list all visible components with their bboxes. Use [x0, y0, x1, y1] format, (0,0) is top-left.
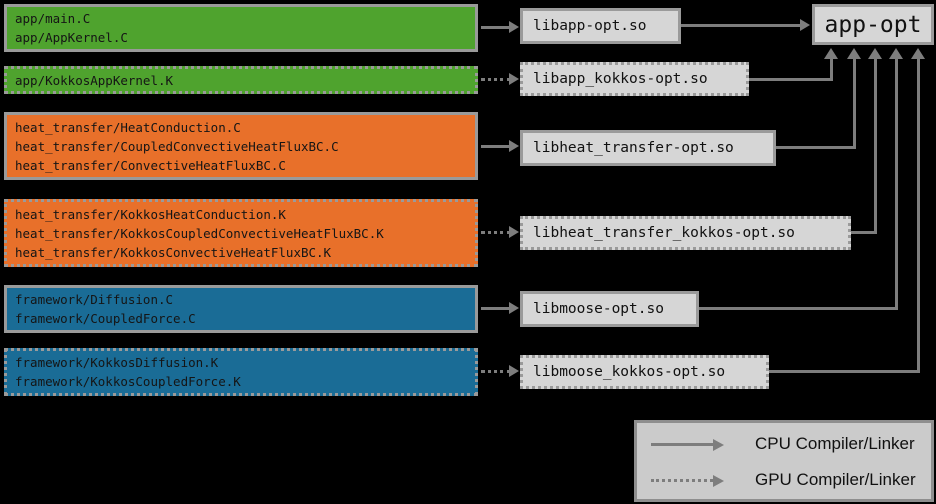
library-label: libmoose-opt.so	[533, 301, 664, 317]
source-group-framework-gpu[interactable]: framework/KokkosDiffusion.K framework/Ko…	[4, 348, 478, 396]
connector-libheat-transfer-opt-v	[853, 59, 856, 149]
connector-libmoose-opt-arrowhead	[889, 48, 903, 59]
source-group-app-gpu[interactable]: app/KokkosAppKernel.K	[4, 66, 478, 94]
target-label: app-opt	[824, 11, 922, 38]
connector-libheat-transfer-opt-arrowhead	[847, 48, 861, 59]
connector-heat-transfer-gpu-line	[481, 231, 511, 234]
connector-libheat-transfer-kokkos-opt-h	[851, 231, 877, 234]
connector-heat-transfer-gpu-arrowhead	[509, 226, 519, 238]
legend-item-gpu: GPU Compiler/Linker	[637, 462, 931, 498]
library-box-libmoose-kokkos-opt[interactable]: libmoose_kokkos-opt.so	[520, 355, 769, 389]
library-box-libheat-transfer-opt[interactable]: libheat_transfer-opt.so	[520, 130, 776, 166]
library-label: libapp_kokkos-opt.so	[533, 71, 708, 87]
connector-framework-cpu-arrowhead	[509, 302, 519, 314]
solid-arrow-icon	[651, 437, 733, 451]
connector-libapp-kokkos-opt-v	[830, 59, 833, 81]
legend-label-gpu: GPU Compiler/Linker	[755, 470, 916, 489]
source-file-line: heat_transfer/KokkosCoupledConvectiveHea…	[15, 225, 384, 241]
connector-framework-cpu-line	[481, 307, 513, 310]
connector-heat-transfer-cpu-line	[481, 145, 513, 148]
connector-app-cpu-line	[481, 26, 513, 29]
source-group-heat-transfer-cpu[interactable]: heat_transfer/HeatConduction.C heat_tran…	[4, 112, 478, 180]
connector-libmoose-opt-v	[895, 59, 898, 310]
legend-label-cpu: CPU Compiler/Linker	[755, 434, 915, 453]
connector-app-gpu-line	[481, 78, 511, 81]
connector-app-cpu-arrowhead	[509, 21, 519, 33]
connector-libapp-kokkos-opt-arrowhead	[824, 48, 838, 59]
source-file-line: framework/Diffusion.C	[15, 292, 174, 307]
connector-framework-gpu-line	[481, 370, 511, 373]
source-file-line: heat_transfer/CoupledConvectiveHeatFluxB…	[15, 138, 339, 154]
connector-libmoose-kokkos-opt-arrowhead	[911, 48, 925, 59]
source-file-line: app/KokkosAppKernel.K	[15, 72, 174, 88]
library-label: libapp-opt.so	[533, 18, 647, 34]
connector-libapp-opt-arrowhead	[800, 19, 810, 31]
connector-heat-transfer-cpu-arrowhead	[509, 140, 519, 152]
source-file-line: heat_transfer/KokkosConvectiveHeatFluxBC…	[15, 244, 332, 260]
source-file-line: framework/KokkosCoupledForce.K	[15, 374, 241, 389]
library-box-libapp-kokkos-opt[interactable]: libapp_kokkos-opt.so	[520, 62, 749, 96]
connector-libmoose-kokkos-opt-v	[917, 59, 920, 373]
connector-libheat-transfer-kokkos-opt-v	[874, 59, 877, 234]
target-box-app-opt[interactable]: app-opt	[812, 4, 934, 45]
source-file-line: heat_transfer/ConvectiveHeatFluxBC.C	[15, 157, 286, 173]
connector-libapp-opt-to-target	[681, 24, 803, 27]
library-box-libmoose-opt[interactable]: libmoose-opt.so	[520, 291, 699, 327]
library-box-libapp-opt[interactable]: libapp-opt.so	[520, 8, 681, 44]
source-file-line: framework/CoupledForce.C	[15, 311, 196, 326]
legend: CPU Compiler/Linker GPU Compiler/Linker	[634, 420, 934, 502]
library-label: libheat_transfer_kokkos-opt.so	[533, 225, 795, 241]
source-group-framework-cpu[interactable]: framework/Diffusion.C framework/CoupledF…	[4, 285, 478, 333]
library-label: libheat_transfer-opt.so	[533, 140, 734, 156]
connector-libmoose-kokkos-opt-h	[769, 370, 920, 373]
connector-libmoose-opt-h	[699, 307, 898, 310]
connector-libheat-transfer-kokkos-opt-arrowhead	[868, 48, 882, 59]
source-file-line: framework/KokkosDiffusion.K	[15, 355, 219, 370]
connector-app-gpu-arrowhead	[509, 73, 519, 85]
source-group-heat-transfer-gpu[interactable]: heat_transfer/KokkosHeatConduction.K hea…	[4, 199, 478, 267]
source-file-line: heat_transfer/HeatConduction.C	[15, 119, 241, 135]
library-label: libmoose_kokkos-opt.so	[533, 364, 726, 380]
connector-libheat-transfer-opt-h	[776, 146, 856, 149]
source-file-line: heat_transfer/KokkosHeatConduction.K	[15, 206, 286, 222]
legend-item-cpu: CPU Compiler/Linker	[637, 426, 931, 462]
library-box-libheat-transfer-kokkos-opt[interactable]: libheat_transfer_kokkos-opt.so	[520, 216, 851, 250]
dotted-arrow-icon	[651, 473, 733, 487]
connector-framework-gpu-arrowhead	[509, 365, 519, 377]
source-group-app-cpu[interactable]: app/main.C app/AppKernel.C	[4, 4, 478, 52]
source-file-line: app/AppKernel.C	[15, 30, 128, 45]
source-file-line: app/main.C	[15, 11, 91, 26]
connector-libapp-kokkos-opt-h	[749, 78, 833, 81]
